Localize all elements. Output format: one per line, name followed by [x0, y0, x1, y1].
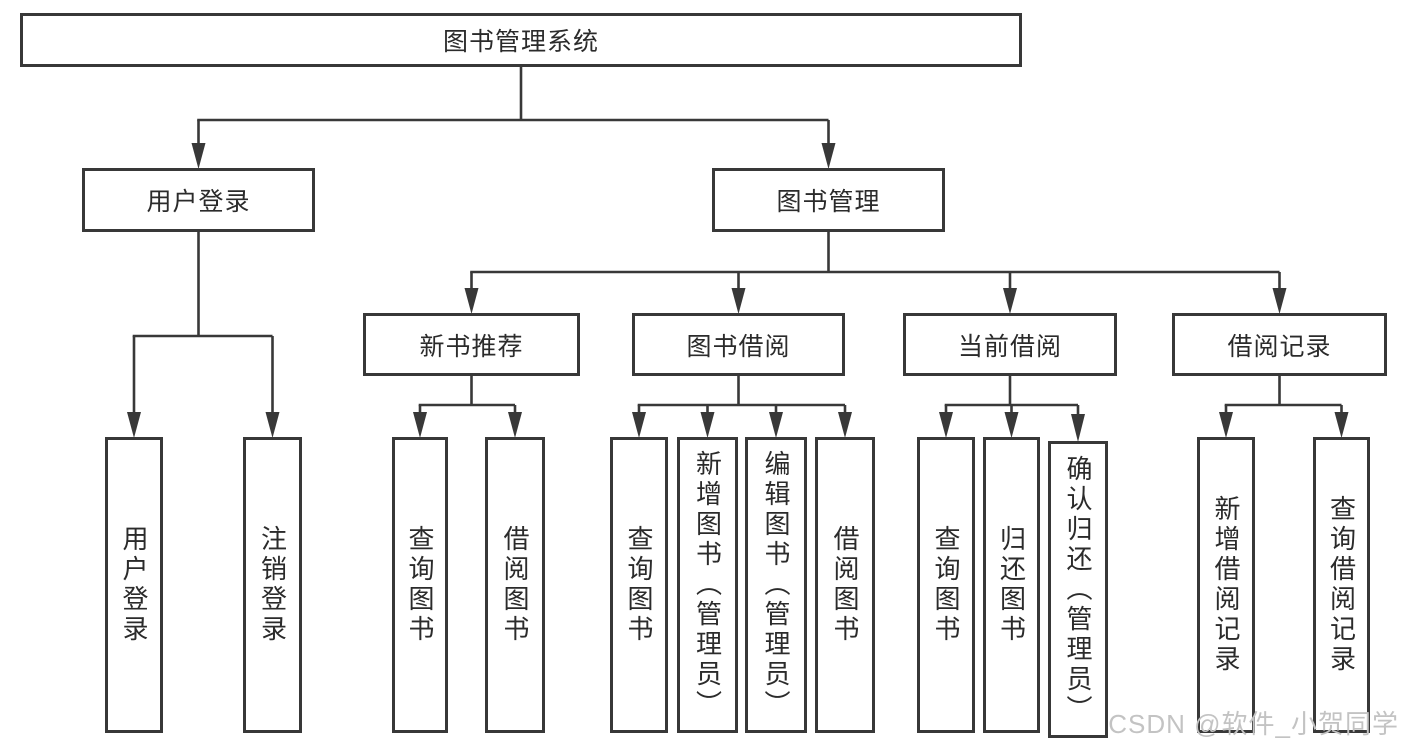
arrowhead: [413, 412, 427, 438]
arrowhead: [508, 412, 522, 438]
leaf-current-confirm-return-admin: 确认归还（管理员）: [1048, 441, 1108, 738]
arrowhead: [464, 288, 479, 314]
leaf-label: 借阅图书: [500, 525, 530, 645]
arrowhead: [821, 143, 836, 169]
leaf-label: 注销登录: [257, 525, 288, 645]
leaf-label: 查询图书: [624, 525, 654, 645]
leaf-label: 归还图书: [996, 525, 1027, 645]
node-new-book-recommend: 新书推荐: [363, 313, 580, 376]
arrowhead: [1334, 412, 1349, 438]
leaf-label: 确认归还（管理员）: [1063, 454, 1093, 725]
arrowhead: [939, 412, 953, 438]
leaf-current-query-books: 查询图书: [917, 437, 975, 733]
leaf-logout: 注销登录: [243, 437, 302, 733]
node-book-management: 图书管理: [712, 168, 945, 232]
leaf-label: 编辑图书（管理员）: [761, 450, 791, 720]
arrowhead: [769, 412, 783, 438]
node-library-management-system: 图书管理系统: [20, 13, 1022, 67]
leaf-recommend-query-books: 查询图书: [392, 437, 448, 733]
arrowhead: [127, 412, 141, 438]
leaf-borrow-add-books-admin: 新增图书（管理员）: [677, 437, 738, 733]
leaf-label: 借阅图书: [830, 525, 860, 645]
leaf-records-query-record: 查询借阅记录: [1313, 437, 1370, 733]
arrowhead: [1272, 288, 1287, 314]
node-current-borrow: 当前借阅: [903, 313, 1117, 376]
arrowhead: [1003, 288, 1017, 314]
leaf-label: 新增借阅记录: [1211, 495, 1241, 675]
arrowhead: [191, 143, 206, 169]
arrowhead: [632, 412, 646, 438]
leaf-records-add-record: 新增借阅记录: [1197, 437, 1255, 733]
leaf-borrow-query-books: 查询图书: [610, 437, 668, 733]
leaf-recommend-borrow-books: 借阅图书: [485, 437, 545, 733]
leaf-label: 新增图书（管理员）: [692, 450, 723, 720]
node-borrow-records: 借阅记录: [1172, 313, 1387, 376]
arrowhead: [1071, 414, 1085, 442]
leaf-label: 查询图书: [931, 525, 961, 645]
arrowhead: [838, 412, 852, 438]
arrowhead: [1219, 412, 1233, 438]
arrowhead: [265, 412, 280, 438]
leaf-borrow-edit-books-admin: 编辑图书（管理员）: [745, 437, 807, 733]
leaf-label: 用户登录: [119, 525, 149, 645]
arrowhead: [731, 288, 746, 314]
arrowhead: [1004, 412, 1019, 438]
leaf-label: 查询借阅记录: [1326, 495, 1357, 675]
leaf-borrow-borrow-books: 借阅图书: [815, 437, 875, 733]
node-book-borrow: 图书借阅: [632, 313, 845, 376]
arrowhead: [700, 412, 715, 438]
leaf-user-login: 用户登录: [105, 437, 163, 733]
leaf-current-return-books: 归还图书: [983, 437, 1040, 733]
node-user-login: 用户登录: [82, 168, 315, 232]
leaf-label: 查询图书: [405, 525, 435, 645]
csdn-watermark: CSDN @软件_小贺同学: [1108, 709, 1399, 739]
